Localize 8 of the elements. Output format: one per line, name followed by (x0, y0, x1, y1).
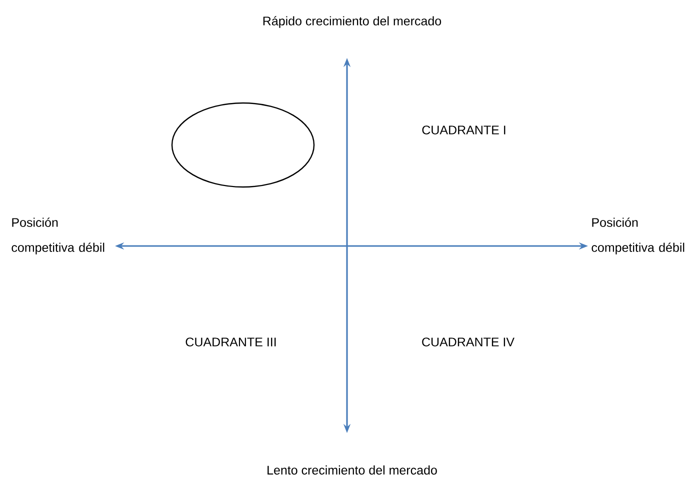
quadrant-label: CUADRANTE I (422, 126, 506, 134)
quadrant-label: CUADRANTE IV (422, 338, 514, 346)
axis-label: Posición competitiva débil (12, 218, 104, 254)
ellipse-shape (171, 102, 315, 188)
axis-label: Rápido crecimiento del mercado (263, 16, 442, 28)
quadrant-label: CUADRANTE III (186, 338, 276, 346)
axis-label: Lento crecimiento del mercado (268, 465, 437, 475)
axis-label: Posición competitiva débil (592, 218, 684, 254)
